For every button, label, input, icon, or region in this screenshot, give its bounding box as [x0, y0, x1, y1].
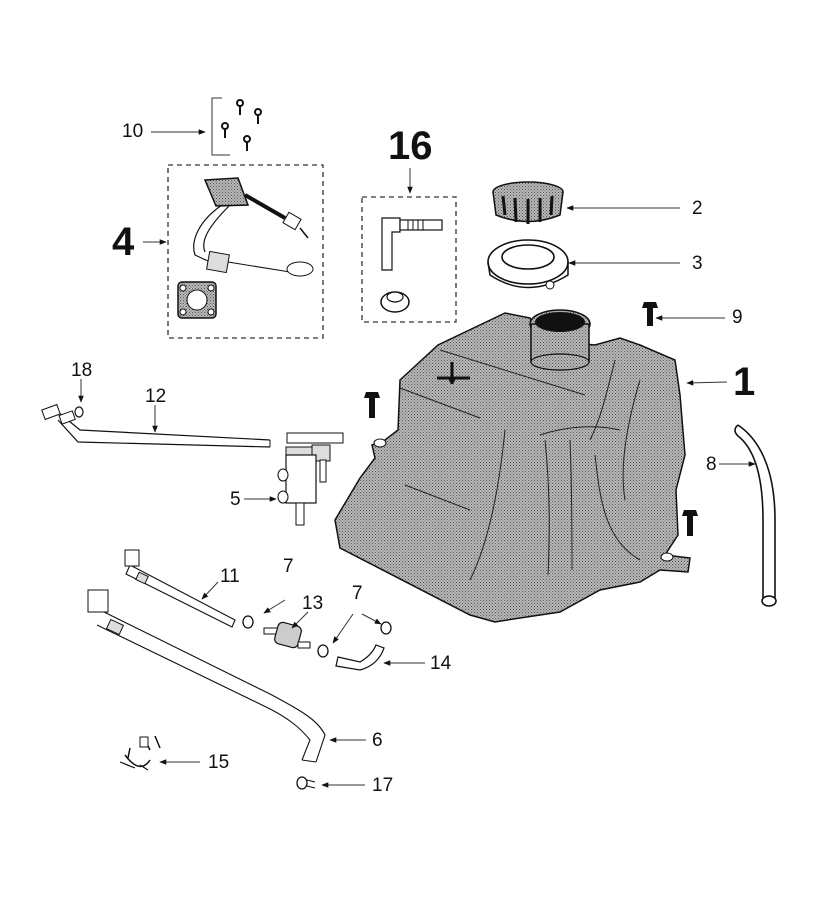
fuel-cap-part-2[interactable]: [492, 181, 564, 224]
hose-part-6[interactable]: [87, 589, 326, 763]
fuel-valve-part-5[interactable]: [277, 432, 344, 526]
callout-8[interactable]: 8: [706, 454, 717, 475]
fuel-sender-part-4[interactable]: [167, 164, 324, 339]
bolt-left[interactable]: [364, 392, 380, 418]
callout-2[interactable]: 2: [692, 198, 703, 219]
callout-4[interactable]: 4: [112, 220, 135, 264]
callout-16[interactable]: 16: [388, 124, 433, 168]
callout-14[interactable]: 14: [430, 653, 452, 674]
filler-ring-part-3[interactable]: [487, 239, 569, 290]
callout-3[interactable]: 3: [692, 253, 703, 274]
callout-6[interactable]: 6: [372, 730, 383, 751]
callout-9[interactable]: 9: [732, 307, 743, 328]
vent-hose-part-12[interactable]: [41, 403, 271, 448]
hose-part-11[interactable]: [124, 549, 236, 628]
callout-5[interactable]: 5: [230, 489, 241, 510]
callout-10[interactable]: 10: [122, 121, 144, 142]
bolt-right[interactable]: [682, 510, 698, 536]
bolt-part-9[interactable]: [642, 302, 658, 326]
callout-12[interactable]: 12: [145, 386, 167, 407]
callout-18[interactable]: 18: [71, 360, 93, 381]
hose-part-8[interactable]: [734, 424, 777, 607]
callout-7a[interactable]: 7: [283, 556, 294, 577]
callout-7b[interactable]: 7: [352, 583, 363, 604]
screws-part-10[interactable]: [211, 97, 262, 156]
clip-part-18[interactable]: [74, 406, 84, 418]
callout-13[interactable]: 13: [302, 593, 324, 614]
leader-13: [291, 611, 309, 629]
fuel-tank-part-1[interactable]: [334, 309, 691, 623]
fitting-set-part-16[interactable]: [361, 196, 457, 323]
callout-1[interactable]: 1: [733, 360, 756, 404]
clamp-part-7[interactable]: [242, 615, 392, 658]
leader-7a-1: [263, 599, 286, 614]
callout-11[interactable]: 11: [220, 566, 240, 587]
leader-7b-2: [361, 613, 382, 625]
leader-lines: [78, 129, 756, 788]
fuel-filter-part-13[interactable]: [263, 621, 311, 649]
clip-bracket-part-15[interactable]: [119, 735, 161, 771]
hose-part-14[interactable]: [335, 644, 385, 671]
callout-17[interactable]: 17: [372, 775, 394, 796]
clamp-part-17[interactable]: [296, 776, 316, 790]
leader-1: [686, 380, 728, 386]
callout-15[interactable]: 15: [208, 752, 230, 773]
leader-11: [201, 581, 219, 600]
leader-7b-1: [332, 613, 354, 644]
